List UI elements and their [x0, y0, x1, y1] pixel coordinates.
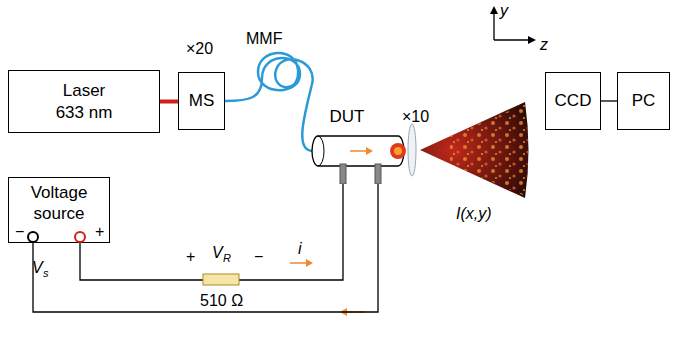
node-label: PC [632, 90, 656, 111]
lens [408, 124, 416, 176]
annotation-label: I(x,y) [456, 205, 492, 223]
annotation-label: V [32, 259, 43, 277]
axis-arrowheads [490, 6, 536, 44]
light-arrow [350, 150, 368, 152]
annotation-label: ×20 [186, 40, 213, 58]
node-label: MS [189, 90, 215, 111]
connector [601, 101, 617, 102]
mode-scrambler-box: MS [178, 72, 225, 130]
terminal-sign: − [15, 222, 24, 242]
dut-fiber: DUT [306, 106, 410, 184]
node-label: Voltage source [17, 182, 101, 225]
pc-box: PC [617, 72, 670, 130]
connector-line [225, 53, 313, 151]
annotation-label: V [212, 244, 223, 262]
annotation-label: ×10 [402, 108, 429, 126]
axis-lines [494, 12, 530, 40]
laser-box: Laser 633 nm [8, 70, 160, 133]
connector-line [601, 100, 617, 101]
cylinder-end [318, 136, 324, 166]
annotation-label: − [254, 248, 263, 266]
annotation-label: s [43, 267, 49, 279]
current-arrow [290, 262, 308, 264]
annotation-label: i [298, 240, 302, 258]
voltage-source-box: Voltage source− + [8, 177, 110, 243]
speckle-pattern [450, 104, 528, 196]
connector [80, 184, 343, 280]
electrode [340, 164, 346, 184]
node-label: Laser 633 nm [49, 80, 119, 123]
annotation-label: z [540, 36, 548, 54]
light-arrow [366, 147, 373, 155]
annotation-label: MMF [246, 30, 282, 48]
output-glow [390, 143, 406, 159]
connector-line [80, 184, 343, 280]
node-label: CCD [555, 90, 592, 111]
connector [225, 53, 313, 151]
electrode [375, 164, 381, 184]
current-arrow [306, 259, 313, 267]
negative-terminal [28, 232, 38, 242]
annotation-label: + [186, 248, 195, 266]
speckle-cone [420, 102, 529, 198]
annotation-label: R [223, 252, 231, 264]
resistor-symbol [203, 274, 239, 285]
node-label: DUT [312, 106, 382, 127]
terminal-sign: + [95, 222, 104, 242]
ccd-box: CCD [545, 72, 601, 130]
annotation-label: y [500, 2, 508, 20]
positive-terminal [75, 232, 85, 242]
annotation-label: 510 Ω [200, 292, 243, 310]
output-glow [394, 147, 402, 155]
